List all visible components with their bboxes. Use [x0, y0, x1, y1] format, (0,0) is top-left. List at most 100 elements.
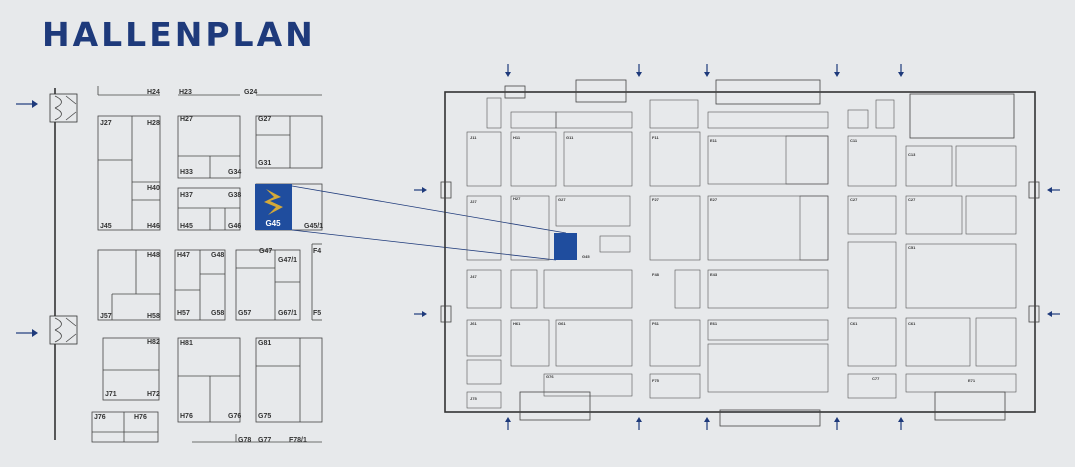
- entrance-arrow-icon: [414, 187, 427, 193]
- booth-block: [97, 115, 161, 231]
- booth-label: F5: [313, 310, 321, 317]
- svg-text:C27: C27: [850, 197, 858, 202]
- booth-label: G58: [211, 310, 224, 317]
- entrance-arrow-icon: [505, 64, 511, 77]
- booth-label: H48: [147, 252, 160, 259]
- svg-text:F11: F11: [652, 135, 659, 140]
- svg-text:F48: F48: [652, 272, 660, 277]
- svg-text:F27: F27: [652, 197, 660, 202]
- svg-text:E71: E71: [968, 378, 976, 383]
- svg-text:J27: J27: [470, 199, 477, 204]
- booth-label: H33: [180, 169, 193, 176]
- svg-text:G45: G45: [582, 254, 590, 259]
- svg-text:H11: H11: [513, 135, 521, 140]
- booth-label: H82: [147, 339, 160, 346]
- booth-label: G67/1: [278, 310, 297, 317]
- entrance-door-top: [49, 93, 78, 123]
- booth-label: H24: [147, 89, 160, 96]
- booth-label: G45/1: [304, 223, 323, 230]
- svg-text:C61: C61: [850, 321, 858, 326]
- svg-text:E43: E43: [710, 272, 718, 277]
- svg-text:C77: C77: [872, 376, 880, 381]
- entrance-arrow-icon: [636, 417, 642, 430]
- entrance-arrow-icon: [16, 100, 38, 108]
- entrance-arrow-icon: [898, 64, 904, 77]
- entrance-door-bottom: [49, 315, 78, 345]
- booth-label: H76: [180, 413, 193, 420]
- overview-highlight-booth: [554, 233, 577, 260]
- s-chevron-logo-icon: [264, 189, 283, 215]
- overview-map: J11 H11 G11 F11 E11 C11 C13 J27 H27 G27 …: [414, 64, 1060, 430]
- booth-label: J27: [100, 120, 112, 127]
- svg-text:C11: C11: [850, 138, 858, 143]
- booth-label: G57: [238, 310, 251, 317]
- booth-label: G47/1: [278, 257, 297, 264]
- booth-label: J76: [94, 414, 106, 421]
- svg-text:J75: J75: [470, 396, 477, 401]
- svg-text:E61: E61: [710, 321, 718, 326]
- entrance-arrow-icon: [898, 417, 904, 430]
- detail-map: G45: [16, 86, 323, 444]
- booth-label: G31: [258, 160, 271, 167]
- booth-label: H57: [177, 310, 190, 317]
- booth-label: J45: [100, 223, 112, 230]
- booth-label: F78/1: [289, 437, 307, 444]
- booth-label: G27: [258, 116, 271, 123]
- svg-text:F75: F75: [652, 378, 660, 383]
- booth-label: H28: [147, 120, 160, 127]
- svg-text:C51: C51: [908, 245, 916, 250]
- booth-label: H37: [180, 192, 193, 199]
- entrance-arrow-icon: [636, 64, 642, 77]
- booth-label: G24: [244, 89, 257, 96]
- booth-label: H45: [180, 223, 193, 230]
- booth-label: H47: [177, 252, 190, 259]
- booth-label: H40: [147, 185, 160, 192]
- booth-label: H23: [179, 89, 192, 96]
- svg-text:J11: J11: [470, 135, 477, 140]
- svg-text:J47: J47: [470, 274, 477, 279]
- booth-label: G78: [238, 437, 251, 444]
- svg-text:G11: G11: [566, 135, 574, 140]
- entrance-arrow-icon: [1047, 311, 1060, 317]
- svg-text:G27: G27: [558, 197, 566, 202]
- entrance-arrow-icon: [505, 417, 511, 430]
- entrance-arrow-icon: [414, 311, 427, 317]
- svg-text:C61: C61: [908, 321, 916, 326]
- booth-label: G77: [258, 437, 271, 444]
- overview-hall-wall: [444, 91, 1036, 413]
- highlight-booth-g45[interactable]: [255, 184, 292, 230]
- svg-text:H61: H61: [513, 321, 521, 326]
- booth-label: G46: [228, 223, 241, 230]
- booth-label: J57: [100, 313, 112, 320]
- svg-text:F61: F61: [652, 321, 660, 326]
- booth-label: G76: [228, 413, 241, 420]
- svg-text:E11: E11: [710, 138, 718, 143]
- booth-label: H46: [147, 223, 160, 230]
- booth-label: G38: [228, 192, 241, 199]
- entrance-arrow-icon: [834, 64, 840, 77]
- booth-label: H72: [147, 391, 160, 398]
- booth-label: G34: [228, 169, 241, 176]
- svg-text:G76: G76: [546, 374, 554, 379]
- entrance-arrow-icon: [704, 417, 710, 430]
- entrance-arrow-icon: [1047, 187, 1060, 193]
- svg-text:G61: G61: [558, 321, 566, 326]
- booth-label: G47: [259, 248, 272, 255]
- booth-label: J71: [105, 391, 117, 398]
- highlight-booth-label: G45: [265, 219, 281, 228]
- svg-text:J61: J61: [470, 321, 477, 326]
- entrance-arrow-icon: [704, 64, 710, 77]
- booth-label: H81: [180, 340, 193, 347]
- svg-text:C13: C13: [908, 152, 916, 157]
- booth-label: G48: [211, 252, 224, 259]
- booth-label: G81: [258, 340, 271, 347]
- svg-text:C27: C27: [908, 197, 916, 202]
- booth-label: H27: [180, 116, 193, 123]
- booth-label: F4: [313, 248, 321, 255]
- zoom-connector-lines: [291, 185, 567, 261]
- svg-text:E27: E27: [710, 197, 718, 202]
- page-title: HALLENPLAN: [42, 15, 316, 54]
- booth-label: H76: [134, 414, 147, 421]
- booth-label: G75: [258, 413, 271, 420]
